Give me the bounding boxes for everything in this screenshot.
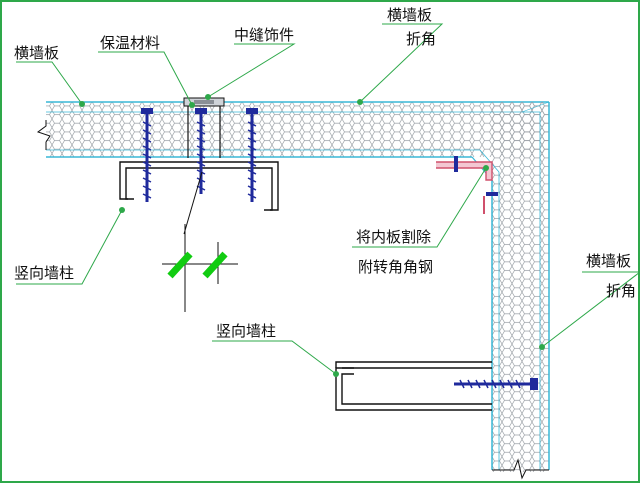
break-line-bottom bbox=[492, 458, 549, 480]
screw-2 bbox=[195, 108, 207, 194]
horizontal-wall-panel bbox=[46, 101, 549, 158]
label-inner-board-2: 附转角角钢 bbox=[358, 258, 434, 276]
leader-dots bbox=[79, 94, 545, 377]
leader-lines bbox=[16, 23, 640, 375]
corner-angle-steel bbox=[436, 156, 498, 214]
screw-4 bbox=[454, 378, 538, 390]
label-wall-panel-left: 横墙板 bbox=[14, 44, 60, 62]
vertical-wall-panel bbox=[471, 101, 550, 472]
column-channel-left bbox=[119, 161, 279, 211]
label-corner-top: 折角 bbox=[406, 30, 437, 48]
label-column-left: 竖向墙柱 bbox=[14, 264, 75, 282]
label-corner-right: 折角 bbox=[606, 282, 637, 300]
label-inner-board-1: 将内板割除 bbox=[356, 228, 432, 246]
screw-3 bbox=[246, 108, 258, 202]
seam-trim bbox=[183, 97, 225, 158]
column-break-symbol bbox=[162, 171, 238, 312]
break-line-left bbox=[36, 120, 51, 150]
screw-1 bbox=[141, 108, 153, 202]
label-column-bottom: 竖向墙柱 bbox=[216, 322, 277, 340]
label-wall-panel-top: 横墙板 bbox=[387, 6, 433, 24]
column-channel-bottom bbox=[335, 361, 492, 411]
label-seam-trim: 中缝饰件 bbox=[234, 26, 295, 44]
label-wall-panel-right: 横墙板 bbox=[586, 252, 632, 270]
label-insulation: 保温材料 bbox=[100, 34, 161, 52]
